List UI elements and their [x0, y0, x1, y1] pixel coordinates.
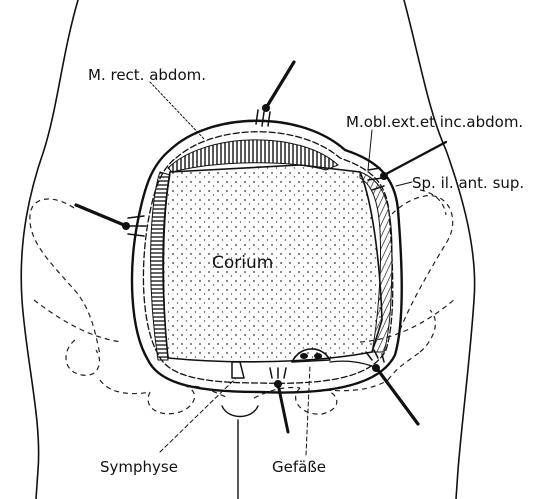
- label-rectus: M. rect. abdom.: [88, 66, 206, 84]
- label-corium: Corium: [212, 253, 273, 273]
- label-symphyse: Symphyse: [100, 458, 178, 476]
- label-gefaesse: Gefäße: [272, 458, 326, 476]
- retractor-top: [256, 62, 294, 126]
- symphysis-marker: [232, 362, 244, 378]
- retractor-bottom: [270, 368, 288, 432]
- label-obliquus: M.obl.ext.et inc.abdom.: [346, 113, 523, 131]
- label-spina: Sp. il. ant. sup.: [412, 174, 524, 192]
